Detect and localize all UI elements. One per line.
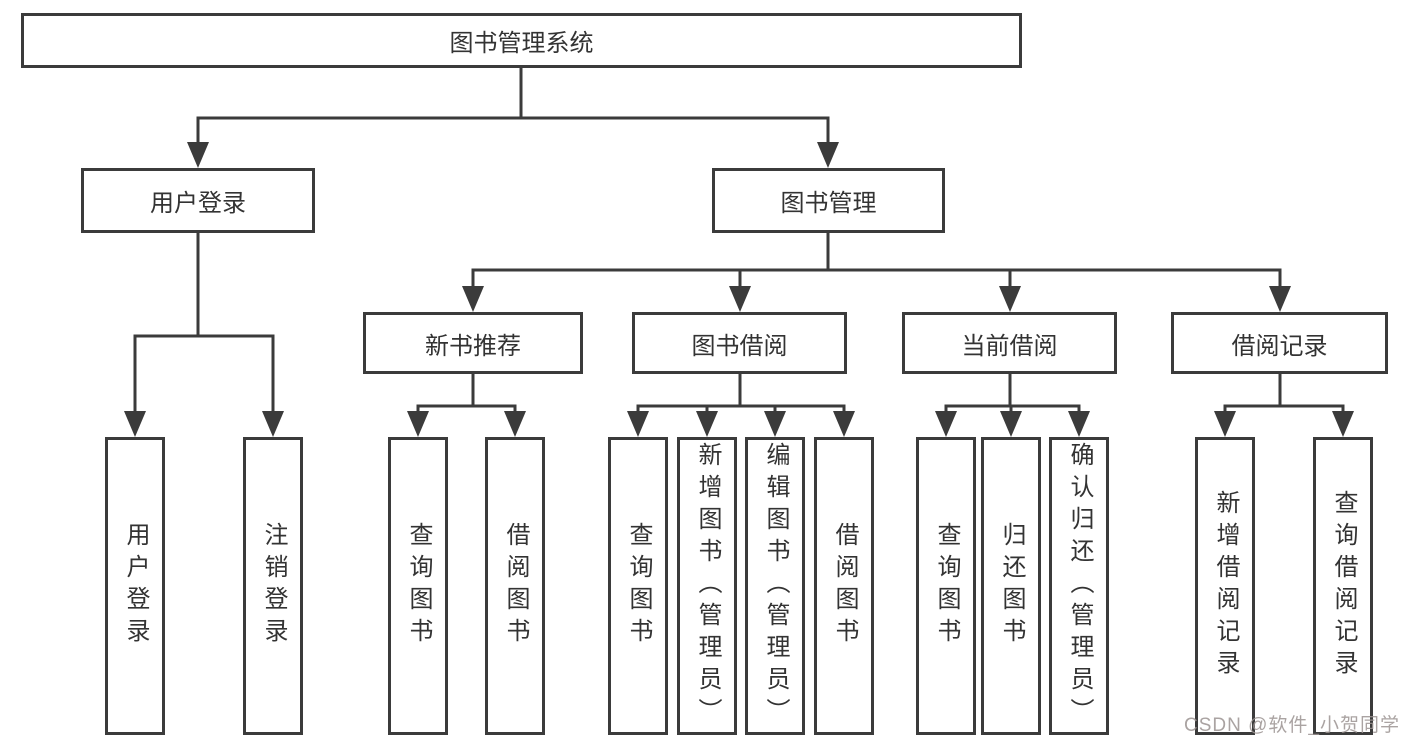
node-book-borrow: 图书借阅 bbox=[632, 312, 847, 374]
node-new-book-recommend: 新书推荐 bbox=[363, 312, 583, 374]
node-borrow-records: 借阅记录 bbox=[1171, 312, 1388, 374]
leaf-add-borrow-record: 新增借阅记录 bbox=[1195, 437, 1255, 735]
leaf-query-books-recommend: 查询图书 bbox=[388, 437, 448, 735]
node-root-system: 图书管理系统 bbox=[21, 13, 1022, 68]
leaf-borrow-books-recommend: 借阅图书 bbox=[485, 437, 545, 735]
leaf-query-borrow-record: 查询借阅记录 bbox=[1313, 437, 1373, 735]
arrowheads bbox=[124, 142, 1354, 437]
leaf-return-books: 归还图书 bbox=[981, 437, 1041, 735]
csdn-watermark: CSDN @软件_小贺同学 bbox=[1184, 715, 1400, 736]
leaf-add-books-admin: 新增图书（管理员） bbox=[677, 437, 737, 735]
leaf-query-books-borrow: 查询图书 bbox=[608, 437, 668, 735]
leaf-logout: 注销登录 bbox=[243, 437, 303, 735]
node-user-login: 用户登录 bbox=[81, 168, 315, 233]
leaf-query-books-current: 查询图书 bbox=[916, 437, 976, 735]
node-book-management: 图书管理 bbox=[712, 168, 945, 233]
leaf-borrow-books: 借阅图书 bbox=[814, 437, 874, 735]
leaf-edit-books-admin: 编辑图书（管理员） bbox=[745, 437, 805, 735]
leaf-user-login: 用户登录 bbox=[105, 437, 165, 735]
leaf-confirm-return-admin: 确认归还（管理员） bbox=[1049, 437, 1109, 735]
node-current-borrow: 当前借阅 bbox=[902, 312, 1117, 374]
